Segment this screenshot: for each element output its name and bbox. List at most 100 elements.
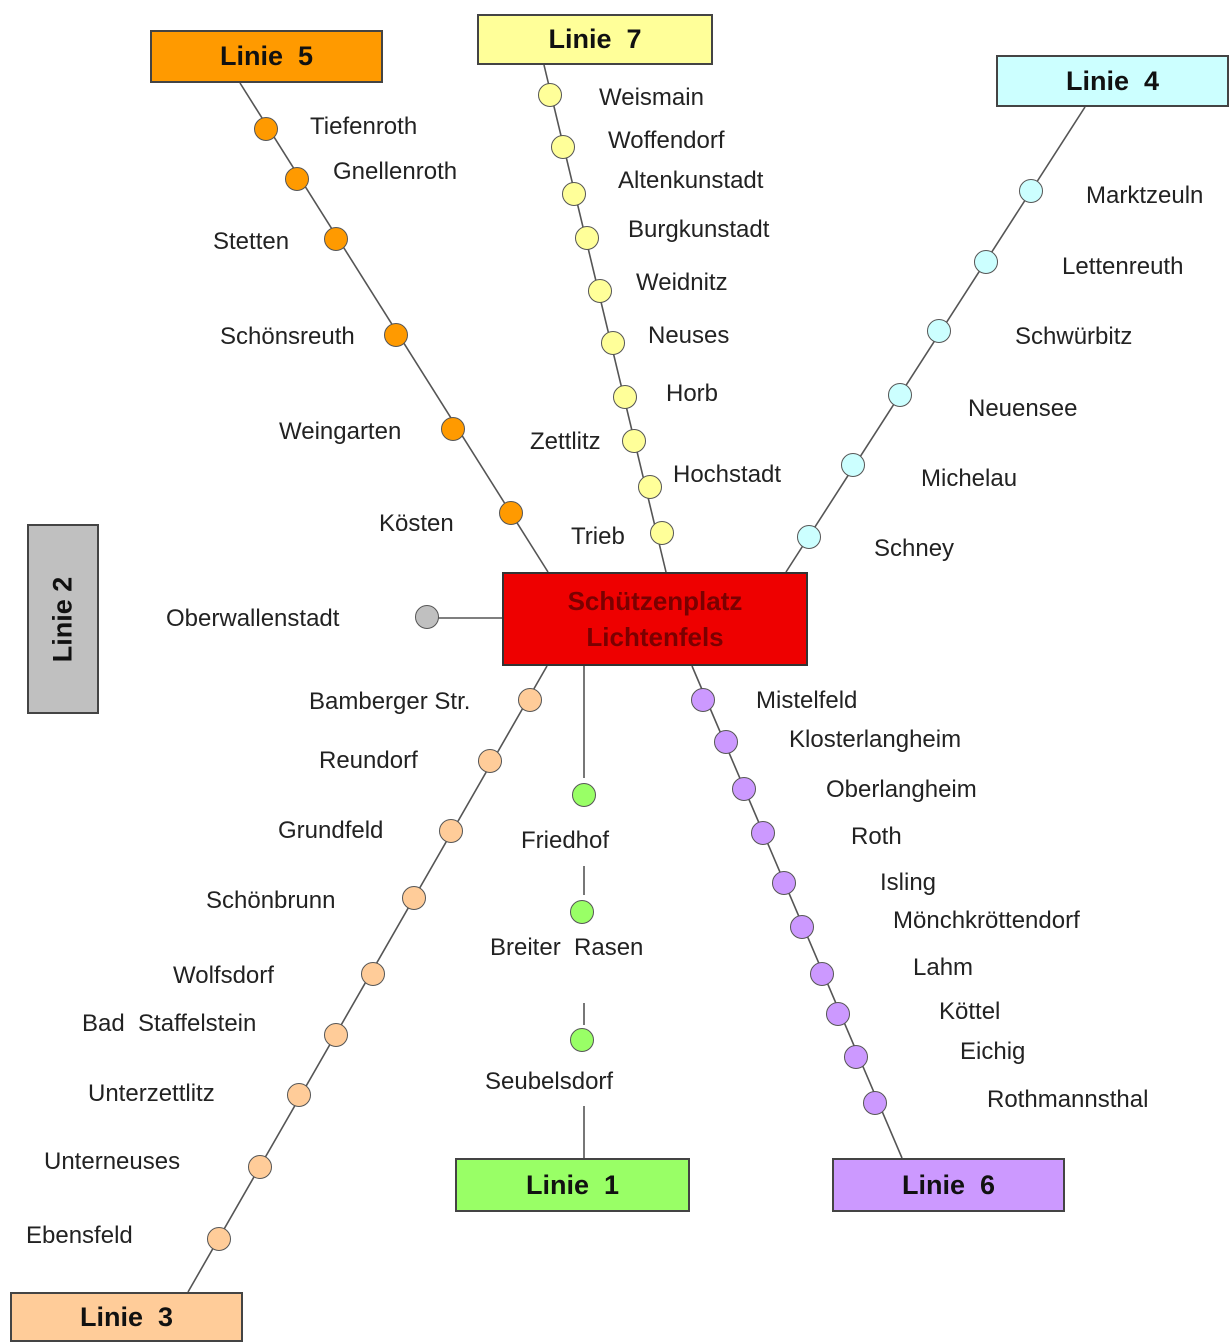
stop-label: Oberlangheim — [826, 776, 977, 803]
line-name: Linie 7 — [548, 24, 642, 54]
stop-marker-l6[interactable] — [863, 1091, 887, 1115]
line-badge-l6[interactable]: Linie 6 — [832, 1158, 1065, 1212]
stop-label: Kösten — [379, 510, 454, 537]
stop-marker-l7[interactable] — [613, 385, 637, 409]
line-name: Linie 6 — [901, 1169, 996, 1200]
stop-marker-l1[interactable] — [570, 900, 594, 924]
stop-label: Grundfeld — [278, 817, 384, 844]
stop-label: Klosterlangheim — [789, 726, 962, 753]
stop-marker-l6[interactable] — [790, 915, 814, 939]
stop-label: Ebensfeld — [26, 1222, 133, 1249]
stop-label: Oberwallenstadt — [166, 605, 340, 632]
line-badge-l7[interactable]: Linie 7 — [477, 14, 713, 65]
stop-marker-l3[interactable] — [518, 688, 542, 712]
stop-label: Weismain — [599, 84, 704, 111]
stop-marker-l1[interactable] — [572, 783, 596, 807]
stop-marker-l3[interactable] — [478, 749, 502, 773]
stop-label: Weingarten — [279, 418, 402, 445]
stop-label: Isling — [880, 869, 937, 896]
stop-marker-l3[interactable] — [287, 1083, 311, 1107]
line-name: Linie 4 — [1065, 65, 1160, 96]
stop-marker-l4[interactable] — [797, 525, 821, 549]
stop-label: Woffendorf — [608, 127, 725, 154]
stop-label: Horb — [666, 380, 719, 407]
stop-label: Bamberger Str. — [309, 688, 471, 715]
stop-label: Breiter Rasen — [490, 934, 644, 961]
stop-label: Schönsreuth — [220, 323, 355, 350]
stop-label: Neuensee — [968, 395, 1078, 422]
stop-marker-l6[interactable] — [714, 730, 738, 754]
stop-marker-l6[interactable] — [772, 871, 796, 895]
stop-marker-l3[interactable] — [324, 1023, 348, 1047]
stop-marker-l7[interactable] — [562, 182, 586, 206]
line-name: Linie 5 — [219, 41, 314, 71]
stop-label: Unterzettlitz — [88, 1080, 215, 1107]
stop-marker-l6[interactable] — [826, 1002, 850, 1026]
stop-label: Gnellenroth — [333, 158, 458, 185]
stop-marker-l6[interactable] — [810, 962, 834, 986]
stop-marker-l7[interactable] — [588, 279, 612, 303]
stop-label: Eichig — [960, 1038, 1026, 1065]
stop-label: Unterneuses — [44, 1148, 181, 1175]
stop-marker-l7[interactable] — [575, 226, 599, 250]
stop-marker-l4[interactable] — [974, 250, 998, 274]
stop-marker-l6[interactable] — [751, 821, 775, 845]
stop-marker-l2[interactable] — [415, 605, 439, 629]
stop-label: Altenkunstadt — [618, 167, 764, 194]
stop-marker-l3[interactable] — [439, 819, 463, 843]
stop-label: Burgkunstadt — [628, 216, 770, 243]
stop-marker-l5[interactable] — [254, 117, 278, 141]
stop-marker-l5[interactable] — [441, 417, 465, 441]
stop-marker-l7[interactable] — [638, 475, 662, 499]
stop-marker-l3[interactable] — [248, 1155, 272, 1179]
stop-marker-l3[interactable] — [402, 886, 426, 910]
stop-marker-l4[interactable] — [841, 453, 865, 477]
stop-label: Zettlitz — [530, 428, 601, 455]
stop-marker-l5[interactable] — [384, 323, 408, 347]
stop-marker-l7[interactable] — [622, 429, 646, 453]
stop-marker-l6[interactable] — [844, 1045, 868, 1069]
stop-label: Rothmannsthal — [987, 1086, 1149, 1113]
stop-marker-l4[interactable] — [888, 383, 912, 407]
stop-label: Weidnitz — [636, 269, 728, 296]
hub-name-line1: Schützenplatz — [567, 586, 743, 616]
stop-label: Bad Staffelstein — [82, 1010, 257, 1037]
stop-marker-l3[interactable] — [361, 962, 385, 986]
line-badge-l1[interactable]: Linie 1 — [455, 1158, 690, 1212]
stop-marker-l5[interactable] — [285, 167, 309, 191]
stop-marker-l7[interactable] — [650, 521, 674, 545]
stop-label: Reundorf — [319, 747, 418, 774]
stop-label: Schönbrunn — [206, 887, 336, 914]
line-name: Linie 3 — [79, 1301, 174, 1332]
hub-name-line2: Lichtenfels — [586, 622, 724, 652]
stop-label: Tiefenroth — [310, 113, 418, 140]
stop-label: Hochstadt — [673, 461, 782, 488]
stop-marker-l1[interactable] — [570, 1028, 594, 1052]
stop-marker-l6[interactable] — [732, 777, 756, 801]
line-badge-l3[interactable]: Linie 3 — [10, 1292, 243, 1342]
stop-marker-l6[interactable] — [691, 688, 715, 712]
stop-label: Neuses — [648, 322, 730, 349]
stop-label: Michelau — [921, 465, 1018, 492]
stop-label: Schney — [874, 535, 955, 562]
line-badge-l5[interactable]: Linie 5 — [150, 30, 383, 83]
stop-marker-l7[interactable] — [551, 135, 575, 159]
line-name: Linie 2 — [47, 576, 78, 662]
stop-marker-l7[interactable] — [601, 331, 625, 355]
stop-label: Marktzeuln — [1086, 182, 1204, 209]
line-badge-l2[interactable]: Linie 2 — [27, 524, 99, 714]
stop-marker-l5[interactable] — [499, 501, 523, 525]
stop-marker-l4[interactable] — [1019, 179, 1043, 203]
stop-label: Mistelfeld — [756, 687, 858, 714]
stop-marker-l3[interactable] — [207, 1227, 231, 1251]
stop-marker-l4[interactable] — [927, 319, 951, 343]
stop-marker-l7[interactable] — [538, 83, 562, 107]
stop-label: Schwürbitz — [1015, 323, 1133, 350]
stop-label: Friedhof — [521, 827, 610, 854]
line-badge-l4[interactable]: Linie 4 — [996, 55, 1229, 107]
stop-marker-l5[interactable] — [324, 227, 348, 251]
stop-label: Stetten — [213, 228, 290, 255]
